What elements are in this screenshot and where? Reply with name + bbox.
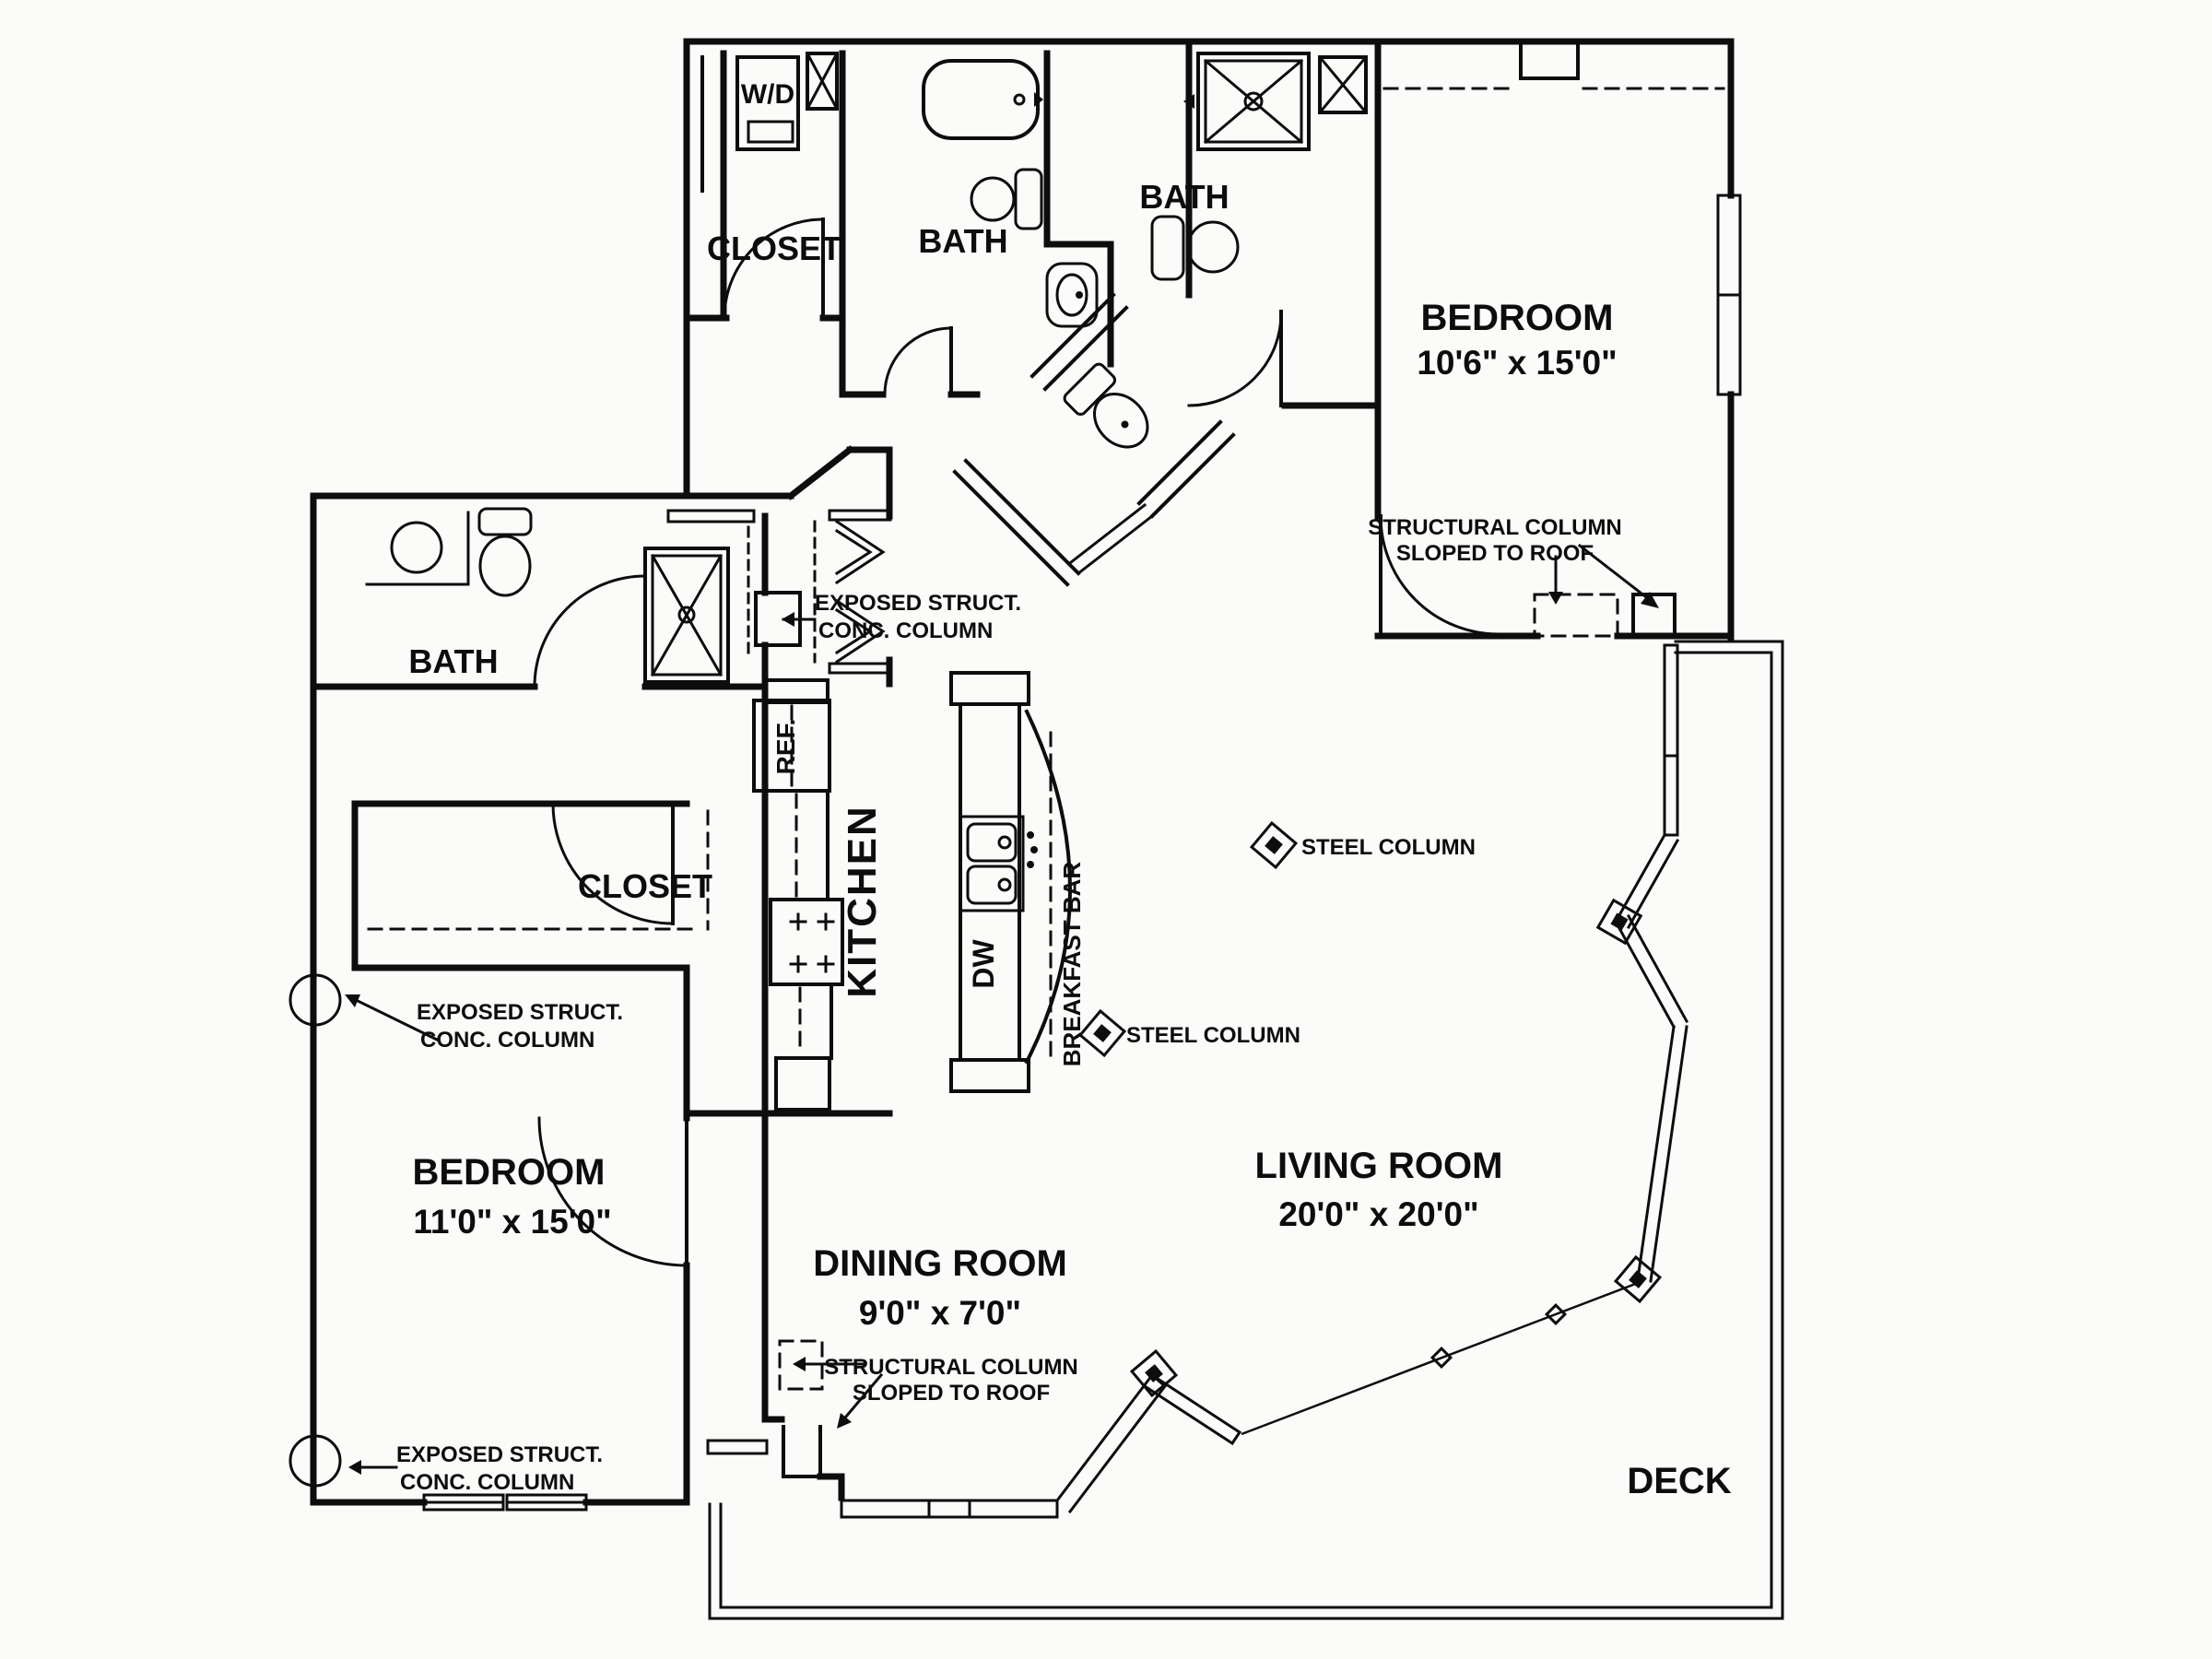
sink-bath-left — [365, 511, 470, 586]
bedroom-right-label: BEDROOM — [1421, 298, 1614, 338]
breakfast-bar-label: BREAKFAST BAR — [1058, 862, 1086, 1067]
refrigerator-box — [752, 699, 831, 793]
washer-dryer — [735, 55, 800, 151]
toilet-angled — [1063, 362, 1149, 449]
exposed-column-bottom-line1: EXPOSED STRUCT. — [396, 1442, 603, 1467]
living-room-label: LIVING ROOM — [1255, 1146, 1503, 1186]
exposed-column-mid-line1: EXPOSED STRUCT. — [815, 591, 1021, 616]
island-sink — [959, 815, 1038, 912]
structural-column-top-line1: STRUCTURAL COLUMN — [1368, 515, 1622, 540]
breakfast-bar-curve — [1024, 709, 1072, 1065]
refrigerator-label: REF. — [771, 719, 800, 775]
dining-room-dims: 9'0" x 7'0" — [859, 1294, 1021, 1332]
toilet-bath-mid — [970, 168, 1043, 230]
stove — [769, 898, 844, 986]
exposed-column-left-line2: CONC. COLUMN — [420, 1028, 594, 1053]
bath-right-label: BATH — [1139, 178, 1229, 216]
sink-bath-right — [1150, 215, 1240, 281]
interior-walls — [310, 38, 1735, 1501]
steel-column-icons — [1077, 820, 1663, 1398]
toilet-bath-left — [477, 507, 533, 597]
exposed-column-mid-line2: CONC. COLUMN — [818, 618, 993, 643]
structural-column-dining-line1: STRUCTURAL COLUMN — [824, 1355, 1078, 1380]
bedroom-closet-shelf — [1382, 40, 1725, 90]
kitchen-counters — [747, 525, 844, 1112]
labels: W/D CLOSET BATH BATH BEDROOM 10'6" x 15'… — [396, 79, 1732, 1501]
bath-mid-label: BATH — [918, 222, 1007, 260]
steel-column-icon — [1613, 1254, 1663, 1304]
steel-column-icon — [1595, 898, 1643, 946]
dishwasher-label: DW — [967, 939, 1000, 989]
deck-outline — [706, 640, 1784, 1620]
closet-left-label: CLOSET — [578, 867, 712, 905]
bathtub — [922, 59, 1043, 140]
steel-column-lower-label: STEEL COLUMN — [1126, 1023, 1300, 1048]
structural-column-markers — [288, 543, 1677, 1488]
sink-bath-mid — [1045, 262, 1099, 328]
linen-shelf-icon — [1317, 54, 1369, 115]
closet-shelving — [367, 809, 710, 931]
exposed-column-left-line1: EXPOSED STRUCT. — [417, 1000, 623, 1025]
kitchen-island — [949, 671, 1072, 1093]
doors — [533, 218, 1500, 1267]
kitchen-label: KITCHEN — [840, 805, 885, 998]
structural-column-dining-line2: SLOPED TO ROOF — [853, 1381, 1050, 1406]
entry-doors — [813, 509, 892, 675]
bedroom-left-dims: 11'0" x 15'0" — [413, 1203, 611, 1241]
exposed-column-bottom-line2: CONC. COLUMN — [400, 1470, 574, 1495]
washer-dryer-label: W/D — [741, 79, 794, 110]
living-room-dims: 20'0" x 20'0" — [1278, 1195, 1478, 1233]
bedroom-right-dims: 10'6" x 15'0" — [1417, 344, 1617, 382]
closet-top-label: CLOSET — [707, 229, 841, 267]
structural-column-top-line2: SLOPED TO ROOF — [1396, 541, 1594, 566]
steel-column-icon — [1129, 1348, 1179, 1398]
bath-left-label: BATH — [408, 642, 498, 680]
bedroom-left-label: BEDROOM — [413, 1152, 606, 1193]
steel-column-icon — [1077, 1008, 1127, 1058]
steel-column-icon — [1249, 820, 1299, 870]
linen-shelf-icon — [805, 51, 840, 112]
shower-bath-left — [643, 547, 730, 684]
deck-label: DECK — [1627, 1461, 1731, 1501]
shower-bath-right — [1183, 52, 1311, 151]
dining-room-label: DINING ROOM — [813, 1243, 1067, 1284]
steel-column-upper-label: STEEL COLUMN — [1301, 835, 1476, 860]
